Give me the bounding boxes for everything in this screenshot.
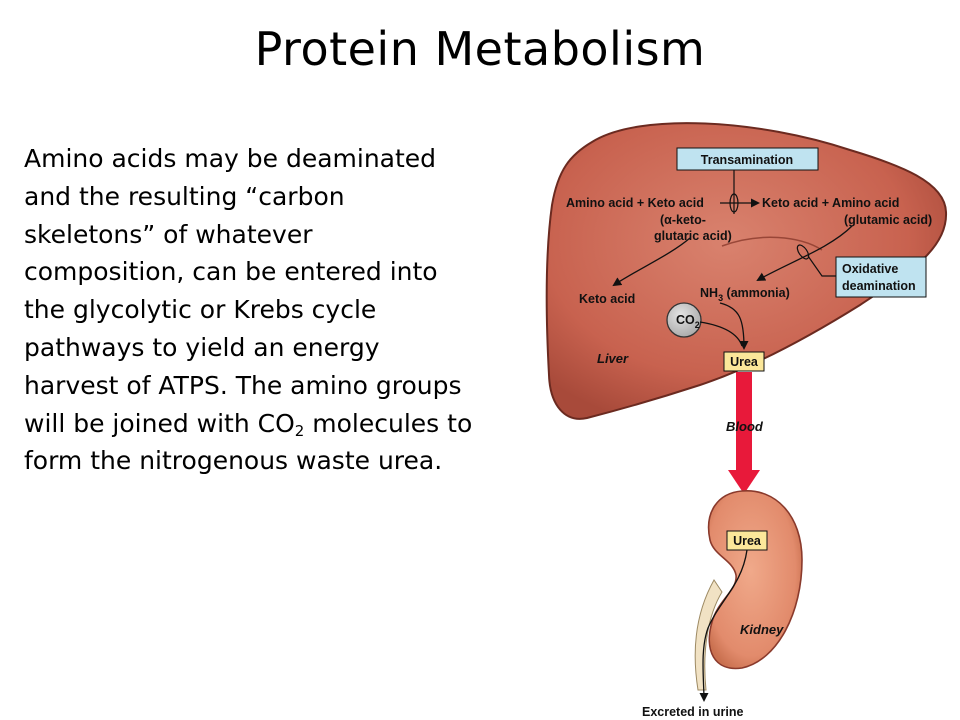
arrow-to-keto-acid <box>612 237 691 287</box>
transamination-box <box>676 147 819 171</box>
blood-arrow-shaft <box>736 372 752 472</box>
oxidative-deamination-box <box>835 256 927 298</box>
ammonia-label: NH3 (ammonia) <box>700 286 790 303</box>
co2-subscript: 2 <box>294 421 305 440</box>
blood-arrow-head <box>728 470 760 494</box>
body-text: Amino acids may be deaminated and the re… <box>24 140 474 480</box>
urea-liver-label: Urea <box>730 355 759 369</box>
arrow-to-ammonia <box>756 225 853 281</box>
liver-lobe-line <box>721 236 823 251</box>
ureter-shape <box>694 579 723 691</box>
left-reactants-line1: Amino acid + Keto acid <box>566 196 704 210</box>
oxidative-connector <box>807 255 836 277</box>
co2-circle <box>666 302 702 338</box>
right-products-line2: (glutamic acid) <box>844 213 932 227</box>
co2-label: CO2 <box>676 313 700 330</box>
transamination-label: Transamination <box>701 153 793 167</box>
arrow-ammonia-to-urea <box>719 302 749 350</box>
blood-label: Blood <box>726 419 764 434</box>
urea-box-liver <box>723 351 765 372</box>
deamination-loop <box>796 244 810 260</box>
liver-label: Liver <box>597 351 629 366</box>
urea-kidney-label: Urea <box>733 534 762 548</box>
left-reactants-line2: (α-keto- <box>660 213 706 227</box>
kidney-shape <box>707 490 803 670</box>
excreted-label: Excreted in urine <box>642 705 743 719</box>
urine-path-arrow <box>699 549 748 702</box>
right-products-line1: Keto acid + Amino acid <box>762 196 899 210</box>
slide-title: Protein Metabolism <box>254 22 706 76</box>
keto-acid-label: Keto acid <box>579 292 635 306</box>
oxidative-label-line1: Oxidative <box>842 262 898 276</box>
body-text-part-2: molecules to form the nitrogenous waste … <box>24 408 473 476</box>
body-text-part-1: Amino acids may be deaminated and the re… <box>24 144 462 438</box>
arrow-co2-to-urea <box>699 321 743 347</box>
oxidative-label-line2: deamination <box>842 279 916 293</box>
transamination-loop <box>729 193 739 213</box>
left-reactants-line3: glutaric acid) <box>654 229 732 243</box>
kidney-label: Kidney <box>740 622 784 637</box>
